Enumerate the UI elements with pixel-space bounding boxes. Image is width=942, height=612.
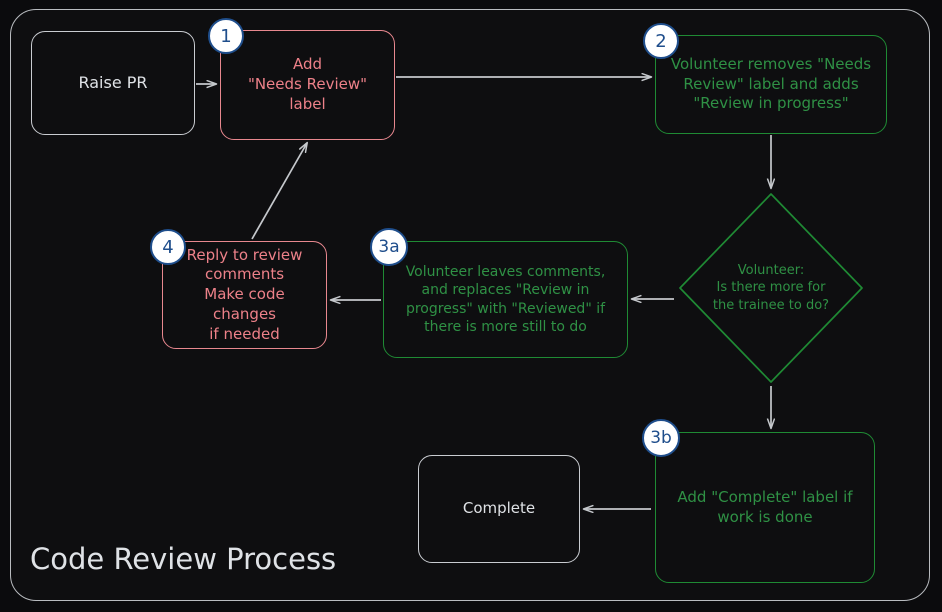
node-label: Add "Needs Review" label <box>247 55 368 113</box>
process-node-add-complete-label: Add "Complete" label if work is done <box>655 432 875 583</box>
node-label: Volunteer removes "Needs Review" label a… <box>670 54 872 113</box>
node-label: Reply to review comments Make code chang… <box>186 245 303 343</box>
step-badge-1: 1 <box>208 18 244 54</box>
process-node-add-needs-review-label: Add "Needs Review" label <box>220 30 395 140</box>
process-node-reply-to-review-comments: Reply to review comments Make code chang… <box>162 241 327 349</box>
step-badge-3b: 3b <box>642 419 680 457</box>
node-label: Raise PR <box>78 73 148 93</box>
page-title: Code Review Process <box>30 542 337 576</box>
step-badge-4: 4 <box>150 229 186 265</box>
step-badge-2: 2 <box>643 23 679 59</box>
process-node-volunteer-leaves-comments: Volunteer leaves comments, and replaces … <box>383 241 628 358</box>
process-node-raise-pr: Raise PR <box>31 31 195 135</box>
node-label: Complete <box>462 499 536 518</box>
node-label: Volunteer leaves comments, and replaces … <box>405 263 606 335</box>
process-node-complete: Complete <box>418 455 580 563</box>
node-label: Add "Complete" label if work is done <box>677 487 853 526</box>
decision-node-volunteer-decision: Volunteer: Is there more for the trainee… <box>676 192 866 384</box>
process-node-volunteer-removes-needs-review: Volunteer removes "Needs Review" label a… <box>655 35 887 134</box>
step-badge-3a: 3a <box>370 228 408 266</box>
